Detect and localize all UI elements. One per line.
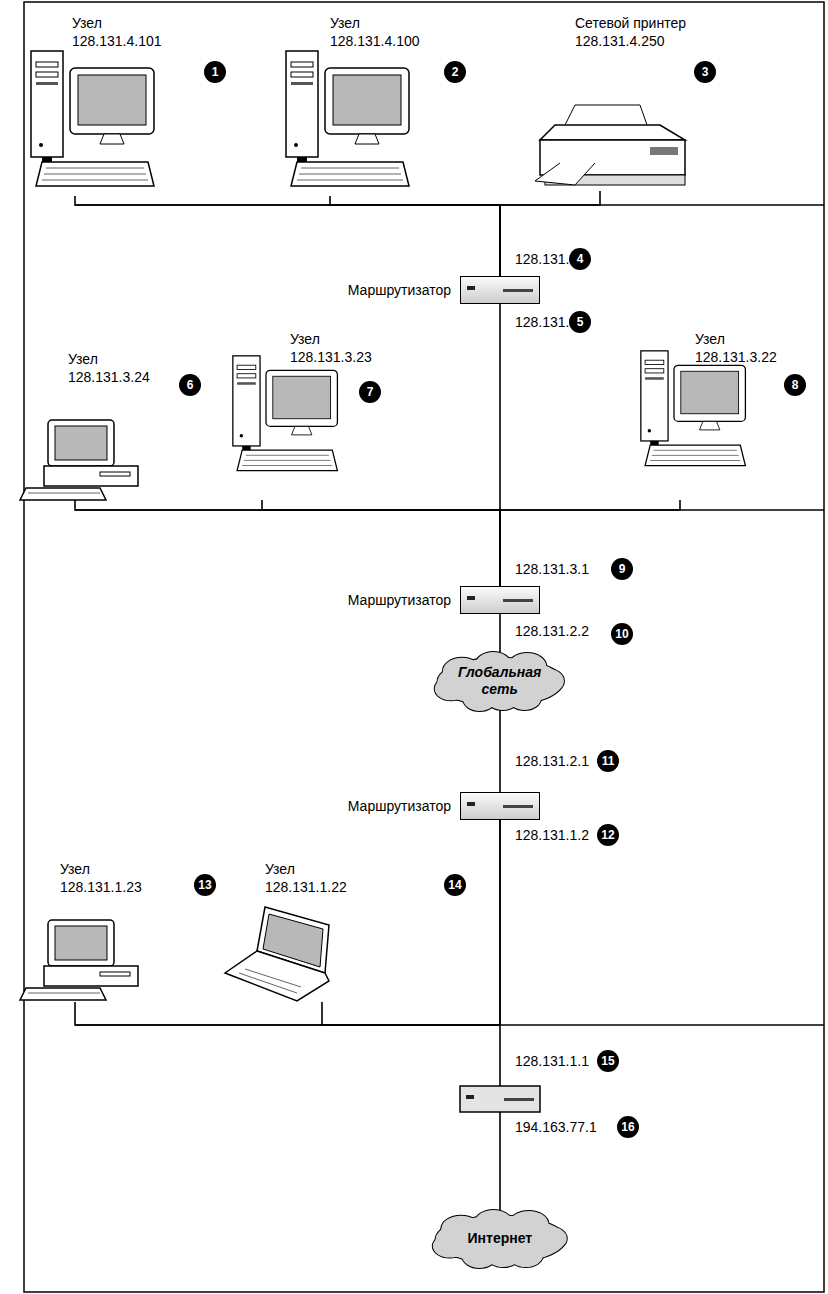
router-box: Маршрутизатор xyxy=(460,586,540,614)
workstation xyxy=(31,51,154,186)
cloud-outline-part xyxy=(462,1245,496,1268)
callout-number: 5 xyxy=(569,311,591,333)
ip-address: 128.131.1.23 xyxy=(60,878,142,896)
network-link xyxy=(75,820,500,1025)
router-box: Маршрутизатор xyxy=(460,792,540,820)
network-link xyxy=(500,500,680,586)
host-label: Узел xyxy=(695,330,725,348)
callout-number: 4 xyxy=(569,248,591,270)
interface-ip: 128.131.2.1 xyxy=(515,752,589,770)
connector-group xyxy=(75,191,680,1025)
workstation xyxy=(286,51,409,186)
cloud-outline-part xyxy=(435,677,468,700)
ip-address: 128.131.3.24 xyxy=(68,368,150,386)
network-link xyxy=(499,710,501,792)
desktop-computer xyxy=(20,420,138,500)
network-host: Сетевой принтер128.131.4.250 xyxy=(530,6,705,191)
callout-number: 14 xyxy=(444,874,466,896)
network-link xyxy=(499,614,501,652)
interface-ip: 128.131.1.2 xyxy=(515,826,589,844)
ip-address: 128.131.4.101 xyxy=(72,32,162,50)
network-link xyxy=(500,191,600,276)
callout-number: 16 xyxy=(617,1116,639,1138)
network-link xyxy=(322,820,500,1025)
ip-address: 128.131.1.22 xyxy=(265,878,347,896)
network-host: Узел128.131.3.24 xyxy=(18,342,168,500)
callout-number: 2 xyxy=(444,61,466,83)
callout-number: 12 xyxy=(597,824,619,846)
router-symbol xyxy=(460,1086,540,1112)
cloud-fill-part xyxy=(432,1235,466,1258)
callout-number: 8 xyxy=(784,374,806,396)
host-label: Узел xyxy=(72,14,102,32)
network-cloud: Глобальная сеть xyxy=(432,652,568,710)
network-host: Узел128.131.1.23 xyxy=(18,852,168,1002)
frame xyxy=(24,2,824,1292)
network-link xyxy=(75,500,500,586)
callout-number: 13 xyxy=(194,874,216,896)
host-label: Узел xyxy=(330,14,360,32)
ip-address: 128.131.3.22 xyxy=(695,348,777,366)
workstation xyxy=(641,351,746,466)
router-detail xyxy=(504,1098,534,1101)
callout-number: 3 xyxy=(694,61,716,83)
host-label: Узел xyxy=(68,350,98,368)
network-host: Узел128.131.1.22 xyxy=(220,852,380,1002)
host-label: Узел xyxy=(290,330,320,348)
callout-number: 10 xyxy=(611,623,633,645)
host-label: Сетевой принтер xyxy=(575,14,686,32)
network-link xyxy=(330,196,500,276)
callout-number: 1 xyxy=(204,61,226,83)
ip-address: 128.131.3.23 xyxy=(290,348,372,366)
ip-address: 128.131.4.250 xyxy=(575,32,665,50)
router-box: Маршрутизатор xyxy=(460,276,540,304)
workstation xyxy=(233,356,338,471)
interface-ip: 194.163.77.1 xyxy=(515,1118,597,1136)
uplink-wire xyxy=(499,1025,501,1211)
cloud-fill-part xyxy=(462,1245,496,1268)
router-label: Маршрутизатор xyxy=(348,281,451,299)
callout-number: 9 xyxy=(611,558,633,580)
network-host: Узел128.131.3.23 xyxy=(225,322,400,500)
host-label: Узел xyxy=(265,860,295,878)
ip-address: 128.131.4.100 xyxy=(330,32,420,50)
cloud-fill-part xyxy=(435,677,468,700)
network-link xyxy=(262,500,500,586)
callout-number: 11 xyxy=(597,750,619,772)
network-link xyxy=(75,196,500,276)
cloud-outline-part xyxy=(432,1235,466,1258)
network-host: Узел128.131.4.101 xyxy=(28,6,188,196)
network-printer xyxy=(535,105,685,185)
interface-ip: 128.131.3.1 xyxy=(515,560,589,578)
network-host: Узел128.131.4.100 xyxy=(280,6,430,196)
callout-number: 6 xyxy=(179,374,201,396)
desktop-computer xyxy=(20,920,138,1000)
network-cloud: Интернет xyxy=(430,1210,571,1267)
laptop-computer xyxy=(225,907,329,1001)
interface-ip: 128.131.2.2 xyxy=(515,622,589,640)
router-label: Маршрутизатор xyxy=(348,591,451,609)
router-label: Маршрутизатор xyxy=(348,797,451,815)
router-detail xyxy=(466,1095,474,1099)
network-host: Узел128.131.3.22 xyxy=(630,322,800,500)
callout-number: 15 xyxy=(597,1050,619,1072)
interface-ip: 128.131.1.1 xyxy=(515,1052,589,1070)
cloud-label: Интернет xyxy=(468,1230,533,1247)
host-label: Узел xyxy=(60,860,90,878)
callout-number: 7 xyxy=(359,381,381,403)
cloud-label: Глобальная сеть xyxy=(458,664,541,698)
